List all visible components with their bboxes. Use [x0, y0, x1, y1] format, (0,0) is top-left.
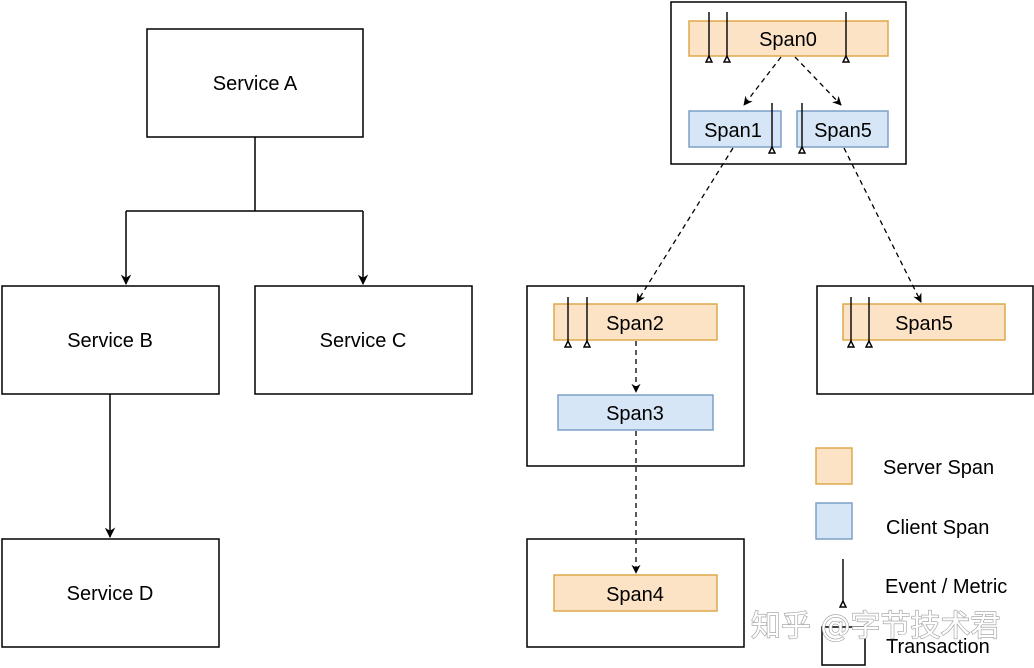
service-c-label: Service C: [320, 330, 407, 352]
span1-node: Span1: [688, 110, 782, 148]
legend-event-marker-icon: [838, 559, 848, 608]
event-markers: [563, 12, 874, 348]
edge-span0-to-span1: [743, 56, 782, 106]
service-a-label: Service A: [213, 73, 298, 95]
event-marker-icon: [722, 12, 732, 63]
span3-label: Span3: [606, 403, 664, 425]
service-b-box: [1, 285, 220, 395]
event-marker-icon: [767, 103, 777, 154]
watermark: 知乎 @字节技术君: [751, 609, 1001, 644]
edge-a-to-branch: [126, 137, 363, 212]
legend-transaction-swatch: [821, 626, 866, 666]
span3-box: [557, 394, 714, 431]
event-marker-icon: [841, 12, 851, 63]
span5-server-label: Span5: [895, 313, 953, 335]
event-marker-icon: [864, 297, 874, 348]
span0-label: Span0: [759, 29, 817, 51]
span2-label: Span2: [606, 313, 664, 335]
span2-box: [553, 303, 718, 341]
span4-box: [553, 574, 718, 612]
span3-node: Span3: [557, 394, 714, 431]
edge-span1-to-span2: [636, 147, 734, 303]
span0-box: [688, 20, 889, 57]
service-a-box: [146, 28, 364, 138]
legend: Server Span Client Span Event / Metric T…: [815, 447, 1007, 666]
legend-transaction-label: Transaction: [886, 636, 990, 658]
span1-label: Span1: [704, 120, 762, 142]
span5-server-box: [842, 303, 1006, 341]
event-marker-icon: [563, 297, 573, 348]
edge-span5-to-span5: [843, 147, 922, 303]
legend-event-metric-label: Event / Metric: [885, 576, 1007, 598]
event-marker-icon: [582, 297, 592, 348]
span5-client-label: Span5: [814, 120, 872, 142]
event-marker-icon: [846, 297, 856, 348]
span4-node: Span4: [553, 574, 718, 612]
legend-server-span-label: Server Span: [883, 457, 994, 479]
service-b-label: Service B: [67, 330, 153, 352]
span5-server-node: Span5: [842, 303, 1006, 341]
span1-box: [688, 110, 782, 148]
service-d-box: [1, 538, 220, 648]
service-c-box: [254, 285, 473, 395]
legend-server-span-swatch: [815, 447, 853, 485]
span5-client-node: Span5: [796, 110, 889, 148]
event-marker-icon: [797, 103, 807, 154]
span-graph: Span0 Span1 Span5 Span2 Span3 Span5 Span…: [526, 1, 1034, 648]
span0-node: Span0: [688, 20, 889, 57]
span4-label: Span4: [606, 584, 664, 606]
edge-span0-to-span5: [794, 56, 842, 106]
event-marker-icon: [704, 12, 714, 63]
legend-client-span-swatch: [815, 502, 853, 540]
span2-node: Span2: [553, 303, 718, 341]
legend-client-span-label: Client Span: [886, 517, 989, 539]
service-d-label: Service D: [67, 583, 154, 605]
service-graph: Service A Service B Service C Service D: [1, 28, 473, 648]
span5-client-box: [796, 110, 889, 148]
